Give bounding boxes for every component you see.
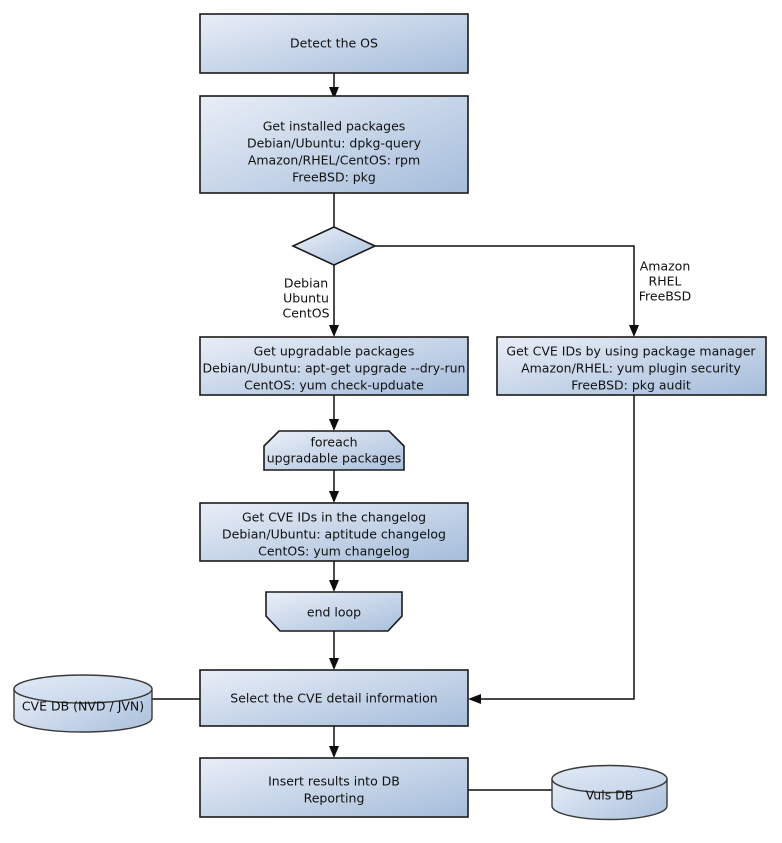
node-detect-os[interactable]: Detect the OS bbox=[199, 13, 469, 74]
node-get-cve-ids-changelog-line-2: Debian/Ubuntu: aptitude changelog bbox=[222, 527, 446, 542]
node-get-installed-packages-line-1: Get installed packages bbox=[263, 119, 406, 134]
node-get-cve-ids-changelog[interactable]: Get CVE IDs in the changelog Debian/Ubun… bbox=[199, 502, 469, 562]
node-get-upgradable-packages-shape[interactable] bbox=[199, 336, 469, 396]
node-get-upgradable-packages[interactable]: Get upgradable packages Debian/Ubuntu: a… bbox=[199, 336, 469, 396]
node-get-installed-packages-line-4: FreeBSD: pkg bbox=[292, 170, 376, 185]
node-select-cve-detail-label: Select the CVE detail information bbox=[230, 691, 437, 706]
edge-detect-os-to-installed bbox=[329, 73, 339, 99]
edge-label-right-line-3: FreeBSD bbox=[639, 289, 691, 304]
node-select-cve-detail-shape[interactable] bbox=[199, 669, 469, 727]
node-insert-results[interactable]: Insert results into DB Reporting bbox=[199, 757, 469, 818]
node-get-upgradable-packages-line-1: Get upgradable packages bbox=[254, 344, 415, 359]
node-foreach-loop-start-shape[interactable] bbox=[263, 430, 405, 471]
node-get-upgradable-packages-line-3: CentOS: yum check-upduate bbox=[244, 378, 424, 393]
node-get-installed-packages-shape[interactable] bbox=[199, 95, 469, 194]
node-get-cve-ids-changelog-shape[interactable] bbox=[199, 502, 469, 562]
node-end-loop[interactable]: end loop bbox=[265, 591, 403, 632]
node-os-decision[interactable] bbox=[291, 226, 377, 266]
node-get-upgradable-packages-line-2: Debian/Ubuntu: apt-get upgrade --dry-run bbox=[203, 361, 466, 376]
node-get-cve-ids-changelog-line-1: Get CVE IDs in the changelog bbox=[242, 510, 426, 525]
edge-label-left-line-2: Ubuntu bbox=[283, 291, 329, 306]
node-end-loop-shape[interactable] bbox=[265, 591, 403, 632]
node-get-installed-packages[interactable]: Get installed packages Debian/Ubuntu: dp… bbox=[199, 95, 469, 194]
edge-label-left-branch: Debian Ubuntu CentOS bbox=[282, 276, 329, 321]
node-get-cve-ids-package-manager-line-1: Get CVE IDs by using package manager bbox=[506, 344, 756, 359]
node-vuls-db-top bbox=[551, 764, 668, 794]
node-detect-os-shape[interactable] bbox=[199, 13, 469, 74]
node-foreach-loop-start-line-1: foreach bbox=[310, 435, 357, 450]
edge-decision-to-package-manager bbox=[375, 245, 639, 337]
node-vuls-db[interactable]: Vuls DB bbox=[551, 764, 668, 821]
node-get-cve-ids-package-manager-line-3: FreeBSD: pkg audit bbox=[571, 378, 691, 393]
edge-label-left-line-1: Debian bbox=[284, 276, 328, 291]
edge-label-left-line-3: CentOS bbox=[282, 306, 329, 321]
node-cve-db[interactable]: CVE DB (NVD / JVN) bbox=[13, 674, 153, 733]
node-insert-results-line-2: Reporting bbox=[304, 791, 365, 806]
node-detect-os-label: Detect the OS bbox=[290, 36, 378, 51]
edge-select-to-insert bbox=[329, 726, 339, 758]
node-get-installed-packages-line-3: Amazon/RHEL/CentOS: rpm bbox=[248, 153, 420, 168]
edge-label-right-branch: Amazon RHEL FreeBSD bbox=[639, 259, 691, 304]
node-get-cve-ids-package-manager[interactable]: Get CVE IDs by using package manager Ama… bbox=[496, 336, 767, 396]
edge-decision-to-upgradable bbox=[329, 265, 339, 337]
edge-label-right-line-1: Amazon bbox=[640, 259, 691, 274]
node-cve-db-label: CVE DB (NVD / JVN) bbox=[22, 699, 144, 714]
node-os-decision-shape[interactable] bbox=[291, 226, 377, 266]
node-select-cve-detail[interactable]: Select the CVE detail information bbox=[199, 669, 469, 727]
edge-package-manager-to-select bbox=[468, 395, 635, 704]
edge-foreach-to-changelog bbox=[329, 470, 339, 503]
edge-changelog-to-endloop bbox=[329, 561, 339, 592]
node-end-loop-label: end loop bbox=[307, 605, 361, 620]
node-insert-results-shape[interactable] bbox=[199, 757, 469, 818]
node-foreach-loop-start-line-2: upgradable packages bbox=[267, 451, 402, 466]
node-foreach-loop-start[interactable]: foreach upgradable packages bbox=[263, 430, 405, 471]
node-get-installed-packages-line-2: Debian/Ubuntu: dpkg-query bbox=[247, 136, 422, 151]
node-vuls-db-label: Vuls DB bbox=[586, 788, 634, 803]
node-insert-results-line-1: Insert results into DB bbox=[268, 774, 400, 789]
node-get-cve-ids-package-manager-line-2: Amazon/RHEL: yum plugin security bbox=[521, 361, 741, 376]
node-get-cve-ids-changelog-line-3: CentOS: yum changelog bbox=[258, 544, 410, 559]
node-cve-db-top bbox=[13, 674, 153, 704]
edge-label-right-line-2: RHEL bbox=[649, 274, 682, 289]
node-get-cve-ids-package-manager-shape[interactable] bbox=[496, 336, 767, 396]
edge-endloop-to-select bbox=[329, 630, 339, 670]
edge-upgradable-to-foreach bbox=[329, 395, 339, 431]
